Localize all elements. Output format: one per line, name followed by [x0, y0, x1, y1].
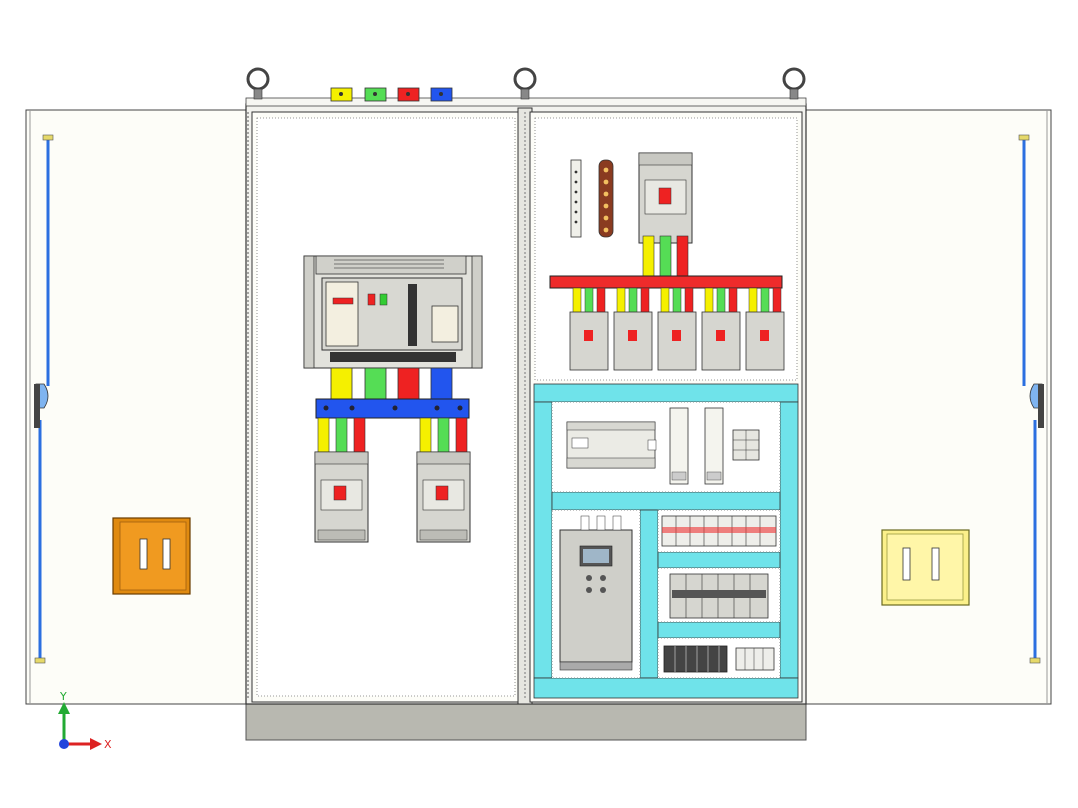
- top-terminals: [330, 87, 453, 102]
- incoming-mccb: [638, 152, 693, 244]
- mccb-left-2: [416, 451, 471, 543]
- branch-breaker: [745, 287, 785, 371]
- right-door: [805, 109, 1052, 705]
- main-air-circuit-breaker: [303, 255, 483, 369]
- earth-terminal-strip: [570, 159, 582, 238]
- lifting-eye-icon: [513, 67, 537, 100]
- axis-triad-icon: Y X: [58, 690, 112, 751]
- left-door-handle[interactable]: [112, 517, 191, 595]
- right-door-handle[interactable]: [881, 529, 970, 606]
- power-supply-1: [669, 407, 689, 485]
- lifting-eye-icon: [782, 67, 806, 100]
- left-door: [25, 109, 247, 705]
- cable-trays: [533, 383, 799, 699]
- branch-breakers: [569, 287, 785, 371]
- branch-breaker: [701, 287, 741, 371]
- distribution-busbar: [549, 275, 783, 289]
- branch-breaker: [569, 287, 609, 371]
- terminal-blocks-row-1: [661, 515, 777, 547]
- contactors-row: [669, 573, 769, 619]
- copper-terminal-bar: [598, 159, 614, 238]
- lifting-eye-icon: [246, 67, 270, 100]
- neutral-busbar-horizontal: [315, 398, 470, 419]
- variable-frequency-drive: [559, 515, 633, 671]
- terminal-blocks-row-2: [735, 647, 775, 671]
- power-supply-2: [704, 407, 724, 485]
- mccb-left-1: [314, 451, 369, 543]
- y-axis-label: Y: [59, 690, 67, 703]
- branch-breaker: [657, 287, 697, 371]
- relay-bank: [663, 645, 728, 673]
- main-busbars: [315, 367, 470, 459]
- x-axis-label: X: [104, 738, 112, 751]
- plinth: [245, 703, 807, 741]
- branch-breaker: [613, 287, 653, 371]
- plc-module: [566, 421, 657, 469]
